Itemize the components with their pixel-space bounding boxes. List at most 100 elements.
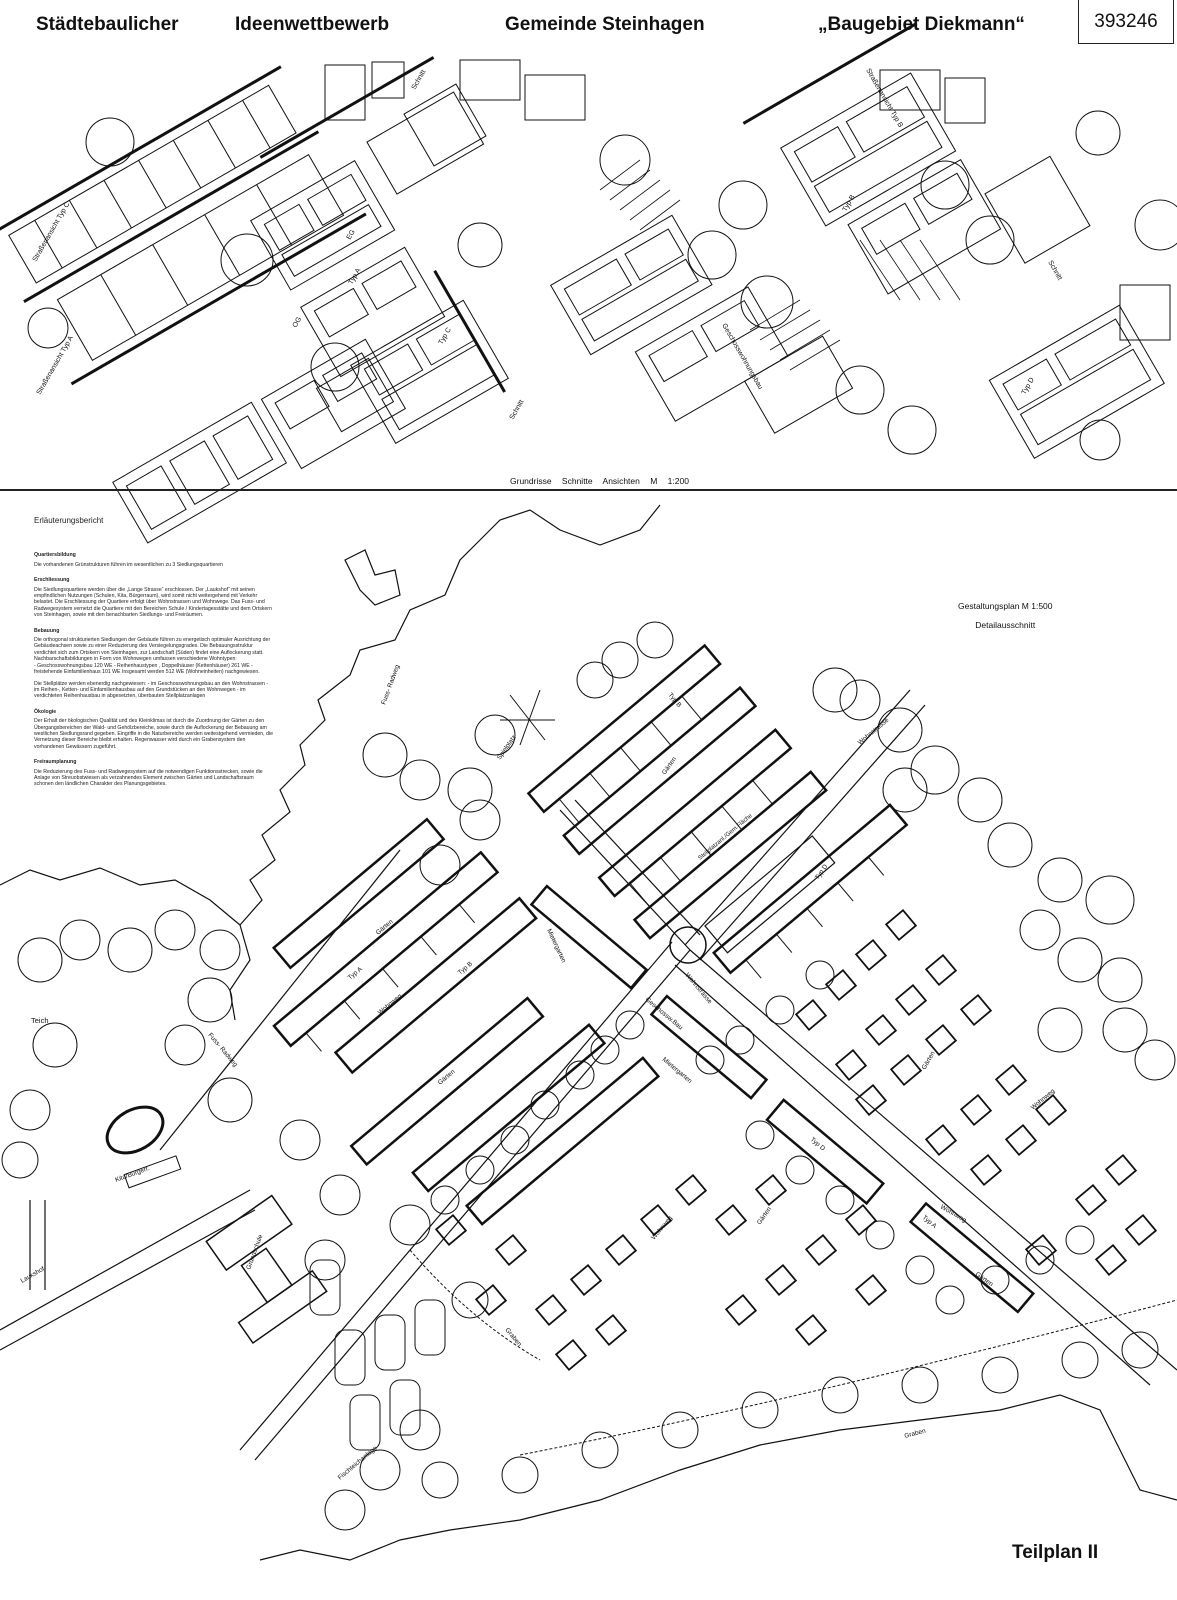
- forest-edge-west: [0, 867, 251, 1021]
- top-panel-drawings: [0, 22, 1177, 544]
- path-fuss-radweg-w: [159, 849, 401, 1151]
- report-section-1: Quartiersbildung Die vorhandenen Grünstr…: [34, 552, 274, 568]
- label-typ-a-2: Typ A: [921, 1214, 938, 1230]
- report-paragraph: Die vorhandenen Grünstrukturen führen im…: [34, 561, 223, 568]
- label-strassenansicht-a: Straßenansicht Typ A: [36, 335, 75, 396]
- street-elevation-c: [0, 65, 367, 386]
- graben-middle: [409, 1249, 541, 1361]
- label-wohnweg-2: Wohnweg: [650, 1214, 674, 1241]
- floorplans-typ-a: [250, 56, 485, 470]
- roundabout: [669, 926, 707, 964]
- panel-divider: [0, 489, 1177, 491]
- pond-teich: [105, 1105, 165, 1155]
- floorplans-typ-b: [742, 22, 1002, 295]
- report-section-2: Erschliessung Die Siedlungsquartiere wer…: [34, 577, 274, 618]
- report-text: Erläuterungsbericht Quartiersbildung Die…: [34, 516, 274, 788]
- label-gaerten-6: Gärten: [974, 1271, 995, 1288]
- block-geschoss-south: [649, 994, 769, 1100]
- report-section-4: - Geschosswohnungsbau 120 WE - Reihenhau…: [34, 663, 274, 676]
- floorplans-typ-d: [988, 304, 1165, 459]
- label-schnitt-3: Schnitt: [1046, 260, 1063, 282]
- report-title: Erläuterungsbericht: [34, 516, 104, 525]
- label-wohnweg-3: Wohnweg: [1030, 1087, 1057, 1111]
- label-laukshof: Laukshof: [20, 1265, 47, 1284]
- report-heading: Erschliessung: [34, 577, 70, 584]
- report-heading: Freiraumplanung: [34, 759, 77, 766]
- floorplans-typ-c: [350, 269, 509, 444]
- label-typ-c-top: Typ C: [438, 327, 453, 346]
- hatching-center: [599, 159, 961, 371]
- floorplans-geschoss: [550, 214, 854, 434]
- label-wohnweg-1: Wohnweg: [377, 992, 404, 1016]
- header-title-2: Ideenwettbewerb: [235, 14, 390, 35]
- forest-edge-north: [239, 504, 661, 926]
- block-typ-d-east: [711, 803, 909, 979]
- label-fuss-radweg-north: Fuss- Radweg: [380, 664, 401, 706]
- label-graben-1: Graben: [503, 1327, 523, 1348]
- school-grundschule: [205, 1194, 328, 1345]
- existing-building: [344, 549, 401, 606]
- label-kita: Kita/Bürgerr.: [114, 1165, 151, 1184]
- fishponds: [309, 1259, 446, 1451]
- block-typ-a-west: [271, 817, 538, 1075]
- road-wohnstrasse-se: [689, 949, 1177, 1371]
- label-eg-top: EG: [346, 229, 357, 241]
- header-title-4: „Baugebiet Diekmann“: [818, 14, 1025, 35]
- forest-edge-south: [259, 1394, 1177, 1561]
- label-fuss-radweg-west: Fuss- Radweg: [206, 1032, 239, 1069]
- label-typ-a-1: Typ A: [347, 965, 364, 981]
- header-title-3: Gemeinde Steinhagen: [505, 14, 705, 35]
- label-schnitt-2: Schnitt: [509, 399, 526, 421]
- road-wohnstrasse-ne: [684, 689, 911, 946]
- report-paragraph: - Geschosswohnungsbau 120 WE - Reihenhau…: [34, 662, 260, 676]
- block-typ-b-middle: [349, 996, 661, 1226]
- label-typ-d-2: Typ D: [809, 1136, 827, 1152]
- report-heading: Ökologie: [34, 708, 57, 715]
- report-section-7: Freiraumplanung Die Reduzierung des Fuss…: [34, 759, 274, 788]
- roads: [0, 689, 1177, 1461]
- id-number-box: 393246: [1078, 0, 1174, 44]
- label-typ-d-top: Typ D: [1021, 377, 1036, 396]
- report-section-5: Die Stellplätze werden ebenerdig nachgew…: [34, 681, 274, 700]
- block-typ-a-east: [908, 1201, 1036, 1314]
- single-houses-east: [794, 909, 1158, 1276]
- block-geschoss-west: [529, 884, 649, 990]
- label-wohnstrasse-2: Wohnstrasse: [683, 972, 713, 1006]
- top-scale-caption: Grundrisse Schnitte Ansichten M 1:200: [510, 476, 689, 486]
- report-section-3: Bebauung Die orthogonal strukturierten S…: [34, 628, 274, 663]
- label-graben-2: Graben: [904, 1427, 927, 1439]
- label-typ-b-2: Typ B: [457, 960, 474, 976]
- road-laukshof: [0, 1189, 251, 1331]
- label-wohnstrasse-1: Wohnstrasse: [857, 717, 891, 747]
- block-quarter-north: [526, 643, 836, 954]
- teilplan-label: Teilplan II: [1012, 1542, 1099, 1563]
- report-section-6: Ökologie Der Erhalt der ökologischen Qua…: [34, 709, 274, 750]
- report-paragraph: Der Erhalt der ökologischen Qualität und…: [34, 718, 273, 750]
- single-houses-south: [434, 1174, 888, 1371]
- label-schnitt-1: Schnitt: [411, 69, 428, 91]
- label-mietergarten-1: Mietergarten: [545, 928, 567, 964]
- id-number: 393246: [1094, 10, 1158, 32]
- playground-sculpture: [500, 689, 555, 746]
- label-typ-a-top: Typ A: [348, 267, 363, 286]
- plan-scale-line-1: Gestaltungsplan M 1:500: [958, 601, 1053, 611]
- header-title-1: Städtebaulicher: [36, 14, 179, 35]
- plan-scale-caption: Gestaltungsplan M 1:500 Detailausschnitt: [958, 597, 1053, 635]
- site-plan: [0, 504, 1177, 1561]
- label-strassenansicht-b: Straßenansicht Typ B: [864, 68, 904, 130]
- label-wohnweg-4: Wohnweg: [939, 1204, 968, 1225]
- report-paragraph: Die Stellplätze werden ebenerdig nachgew…: [34, 680, 269, 700]
- road-fuss-radweg-sw: [254, 949, 691, 1461]
- report-paragraph: Die orthogonal strukturierten Siedlungen…: [34, 637, 271, 663]
- label-geschosswohnungsbau: Geschosswohnungsbau: [720, 323, 763, 391]
- report-paragraph: Die Reduzierung des Fuss- und Radwegesys…: [34, 768, 263, 788]
- label-gaerten-5: Gärten: [756, 1206, 773, 1227]
- label-og-top: OG: [292, 316, 304, 329]
- report-paragraph: Die Siedlungsquartiere werden über die „…: [34, 586, 272, 619]
- label-spielplatz: Spielplatz: [496, 734, 518, 761]
- graben-south: [519, 1299, 1177, 1456]
- plan-scale-line-2: Detailausschnitt: [975, 620, 1036, 630]
- block-typ-d-south: [765, 1098, 886, 1206]
- report-heading: Bebauung: [34, 627, 60, 634]
